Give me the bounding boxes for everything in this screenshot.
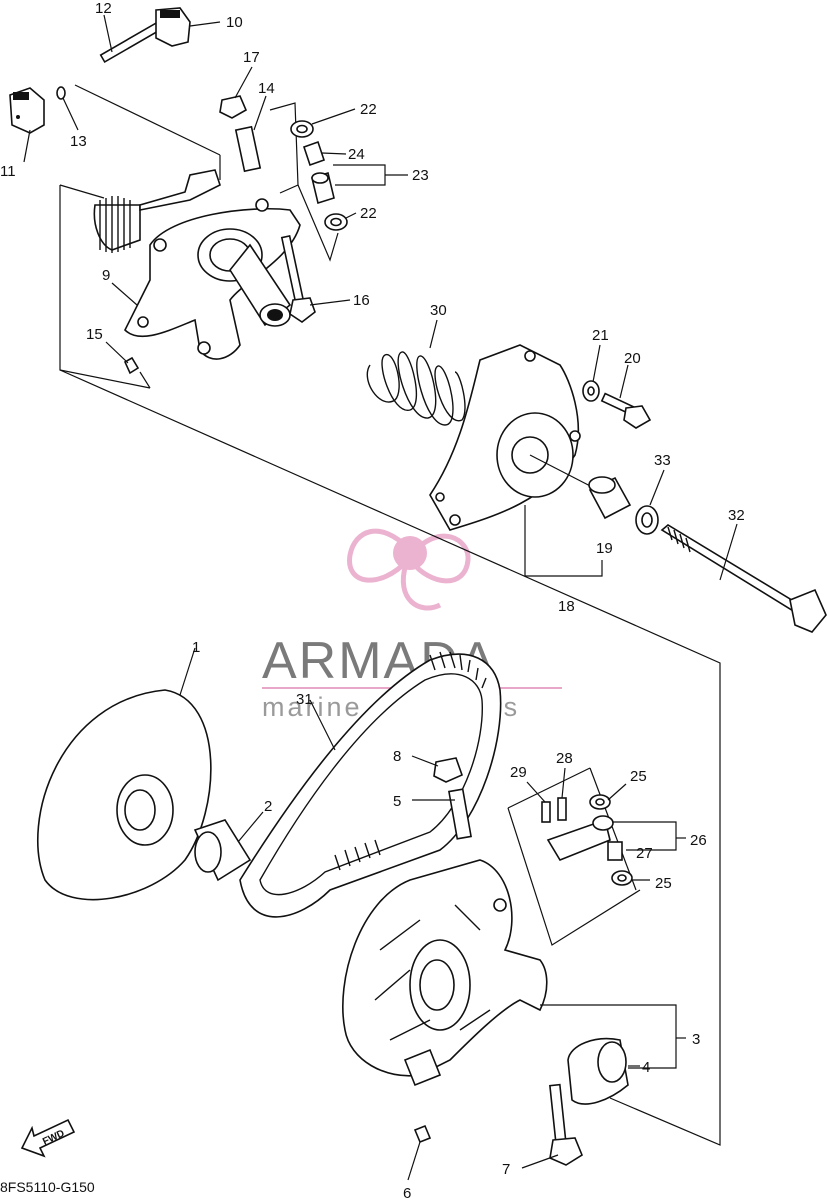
bolt-16: [280, 234, 316, 323]
callout-8: 8: [393, 748, 401, 765]
bolt-20: [600, 392, 652, 429]
spring-30: [366, 351, 466, 426]
callout-31: 31: [296, 691, 313, 708]
callout-28: 28: [556, 750, 573, 767]
slider-10: [155, 7, 191, 47]
spacer-25-top: [589, 794, 611, 810]
callout-18: 18: [558, 598, 575, 615]
spacer-22-top: [290, 120, 314, 138]
callout-6: 6: [403, 1185, 411, 1201]
callout-33: 33: [654, 452, 671, 469]
collar-2: [193, 819, 252, 882]
callout-26: 26: [690, 832, 707, 849]
callout-22-top: 22: [360, 101, 377, 118]
callout-14: 14: [258, 80, 275, 97]
movable-sheave-3: [342, 859, 548, 1087]
callout-30: 30: [430, 302, 447, 319]
bushing-19: [588, 476, 632, 520]
callout-2: 2: [264, 798, 272, 815]
callout-3: 3: [692, 1031, 700, 1048]
callout-16: 16: [353, 292, 370, 309]
screw-28: [557, 797, 567, 821]
pin-6: [413, 1124, 432, 1144]
screw-29: [541, 801, 551, 823]
callout-29: 29: [510, 764, 527, 781]
callout-20: 20: [624, 350, 641, 367]
callout-7: 7: [502, 1161, 510, 1178]
callout-9: 9: [102, 267, 110, 284]
callout-19: 19: [596, 540, 613, 557]
diagram-code: 8FS5110-G150: [0, 1179, 95, 1195]
bushing-24: [302, 140, 326, 167]
callout-17: 17: [243, 49, 260, 66]
callout-32: 32: [728, 507, 745, 524]
collar-8: [433, 757, 464, 783]
sheave-cover-18: [429, 344, 599, 531]
callout-27: 27: [636, 845, 653, 862]
callout-25-top: 25: [630, 768, 647, 785]
assembly-frame-lines: [59, 84, 721, 1146]
sheave-1: [37, 689, 212, 901]
o-ring-13: [56, 86, 66, 100]
slider-11: [9, 87, 45, 134]
callout-10: 10: [226, 14, 243, 31]
collar-4: [567, 1037, 629, 1105]
bushing-23: [311, 171, 335, 205]
callout-15: 15: [86, 326, 103, 343]
callout-12: 12: [95, 0, 112, 17]
fwd-arrow-icon: FWD: [20, 1118, 76, 1158]
callout-labels: 12 10 11 13 17 14 22 24 23 22 9 16 15 30…: [0, 0, 745, 1201]
callout-11: 11: [0, 163, 16, 180]
spacer-22-bottom: [324, 213, 348, 231]
pin-5: [448, 788, 472, 840]
collar-17: [219, 95, 248, 119]
callout-21: 21: [592, 327, 609, 344]
v-belt-31: [239, 651, 502, 918]
pin-15: [123, 356, 140, 375]
bushing-27: [607, 841, 623, 861]
callout-4: 4: [642, 1059, 650, 1076]
callout-25-bottom: 25: [655, 875, 672, 892]
bolt-32: [660, 524, 827, 633]
washer-21: [582, 380, 600, 402]
fixed-sheave-9: [93, 169, 301, 360]
washer-33: [635, 505, 659, 535]
callout-13: 13: [70, 133, 87, 150]
pin-14: [234, 125, 262, 173]
callout-1: 1: [192, 639, 200, 656]
bracket-26: [546, 815, 614, 861]
callout-22-bottom: 22: [360, 205, 377, 222]
bolt-7: [549, 1083, 583, 1166]
spacer-25-bottom: [611, 870, 633, 886]
callout-5: 5: [393, 793, 401, 810]
callout-23: 23: [412, 167, 429, 184]
callout-24: 24: [348, 146, 365, 163]
leader-lines: [23, 14, 738, 1181]
